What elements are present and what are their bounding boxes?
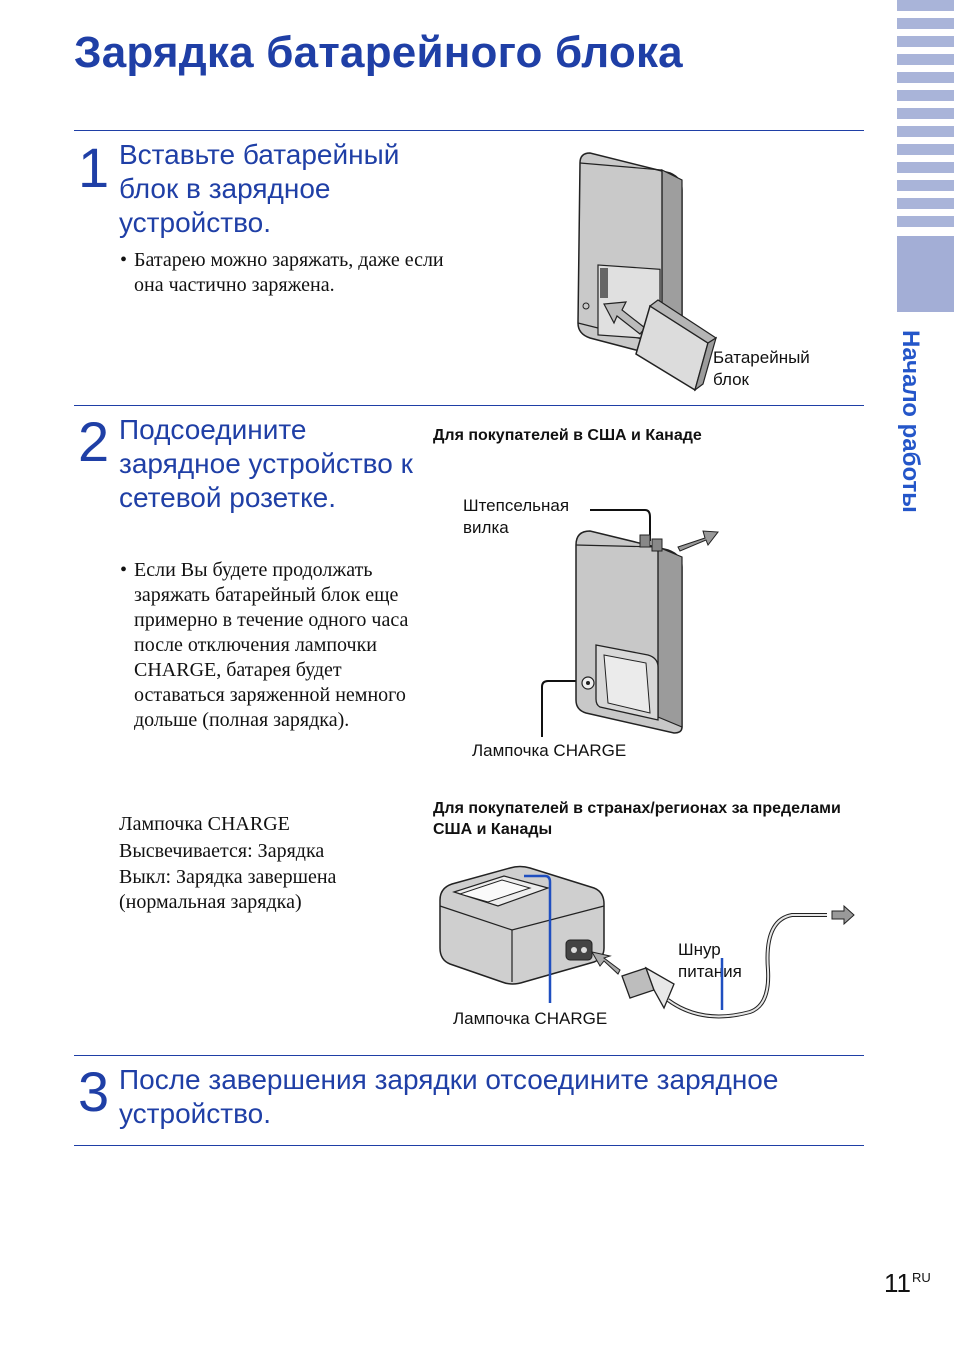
- step-number: 2: [78, 410, 110, 473]
- divider-step2: [74, 405, 864, 406]
- cord-label: Шнур питания: [678, 940, 742, 981]
- divider-step3: [74, 1055, 864, 1056]
- battery-label: Батарейный блок: [713, 348, 810, 389]
- other-lamp-label: Лампочка CHARGE: [453, 1009, 608, 1028]
- lamp-note-line: Лампочка CHARGE: [119, 813, 290, 835]
- side-tab-stripes: [897, 0, 954, 234]
- step-number: 3: [78, 1060, 110, 1123]
- step-heading: Вставьте батарейный блок в зарядное устр…: [119, 139, 400, 238]
- other-subtitle: Для покупателей в странах/регионах за пр…: [433, 800, 841, 838]
- step-heading: Подсоедините зарядное устройство к сетев…: [119, 414, 413, 513]
- usa-lamp-label: Лампочка CHARGE: [472, 741, 627, 760]
- lamp-note-line: Выкл: Зарядка завершена (нормальная заря…: [119, 866, 337, 913]
- side-tab-label: Начало работы: [897, 330, 924, 513]
- step-number: 1: [78, 136, 110, 199]
- step-heading: После завершения зарядки отсоедините зар…: [119, 1064, 779, 1129]
- usa-subtitle: Для покупателей в США и Канаде: [433, 427, 702, 444]
- charger-battery-illustration: [577, 152, 718, 392]
- divider-bottom: [74, 1145, 864, 1146]
- other-charger-illustration: [439, 865, 855, 1019]
- usa-charger-illustration: [541, 509, 719, 737]
- lamp-note-line: Высвечивается: Зарядка: [119, 840, 325, 862]
- divider-step1: [74, 130, 864, 131]
- step-bullet: •Если Вы будете продолжать заряжать бата…: [120, 559, 409, 731]
- lamp-note: Лампочка CHARGE Высвечивается: Зарядка В…: [119, 811, 419, 915]
- page-number: 11RU: [884, 1268, 931, 1298]
- side-tab-active: [897, 236, 954, 312]
- page-title: Зарядка батарейного блока: [74, 28, 683, 77]
- plug-label: Штепсельная вилка: [463, 496, 570, 537]
- step-bullet: •Батарею можно заряжать, даже если она ч…: [120, 249, 444, 296]
